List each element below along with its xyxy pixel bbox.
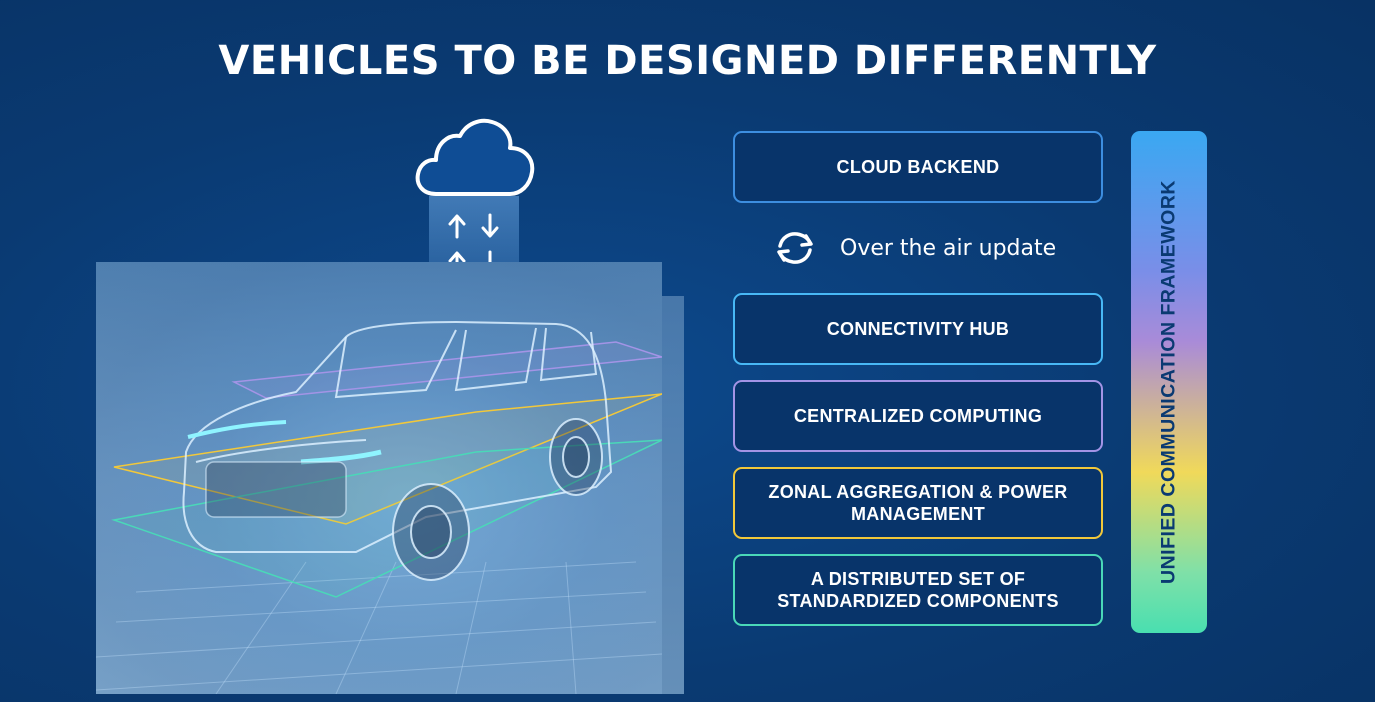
arrow-up-icon bbox=[448, 214, 466, 239]
floor-grid bbox=[96, 561, 662, 694]
framework-label: UNIFIED COMMUNICATION FRAMEWORK bbox=[1157, 179, 1180, 585]
car-body bbox=[182, 320, 613, 553]
plane-computing bbox=[231, 341, 662, 399]
plane-zonal bbox=[113, 393, 662, 525]
ota-label: Over the air update bbox=[840, 235, 1057, 261]
car-grille bbox=[205, 461, 347, 518]
page-title: VEHICLES TO BE DESIGNED DIFFERENTLY bbox=[218, 38, 1157, 84]
layer-distributed-components: A DISTRIBUTED SET OF STANDARDIZED COMPON… bbox=[733, 554, 1103, 626]
layer-connectivity-hub: CONNECTIVITY HUB bbox=[733, 293, 1103, 365]
arrow-down-icon bbox=[481, 213, 499, 238]
headlight-left bbox=[187, 420, 287, 439]
cloud-icon bbox=[415, 118, 535, 196]
layer-cloud-backend: CLOUD BACKEND bbox=[733, 131, 1103, 203]
layer-centralized-computing: CENTRALIZED COMPUTING bbox=[733, 380, 1103, 452]
framework-bar: UNIFIED COMMUNICATION FRAMEWORK bbox=[1131, 131, 1207, 633]
car-wireframe bbox=[96, 320, 662, 694]
sync-icon bbox=[777, 232, 813, 264]
illustration-edge bbox=[662, 296, 684, 694]
car-illustration bbox=[96, 262, 662, 694]
plane-components bbox=[111, 439, 662, 598]
layer-zonal-aggregation: ZONAL AGGREGATION & POWER MANAGEMENT bbox=[733, 467, 1103, 539]
car-wheels bbox=[392, 418, 603, 581]
ota-row: Over the air update bbox=[770, 228, 1056, 268]
